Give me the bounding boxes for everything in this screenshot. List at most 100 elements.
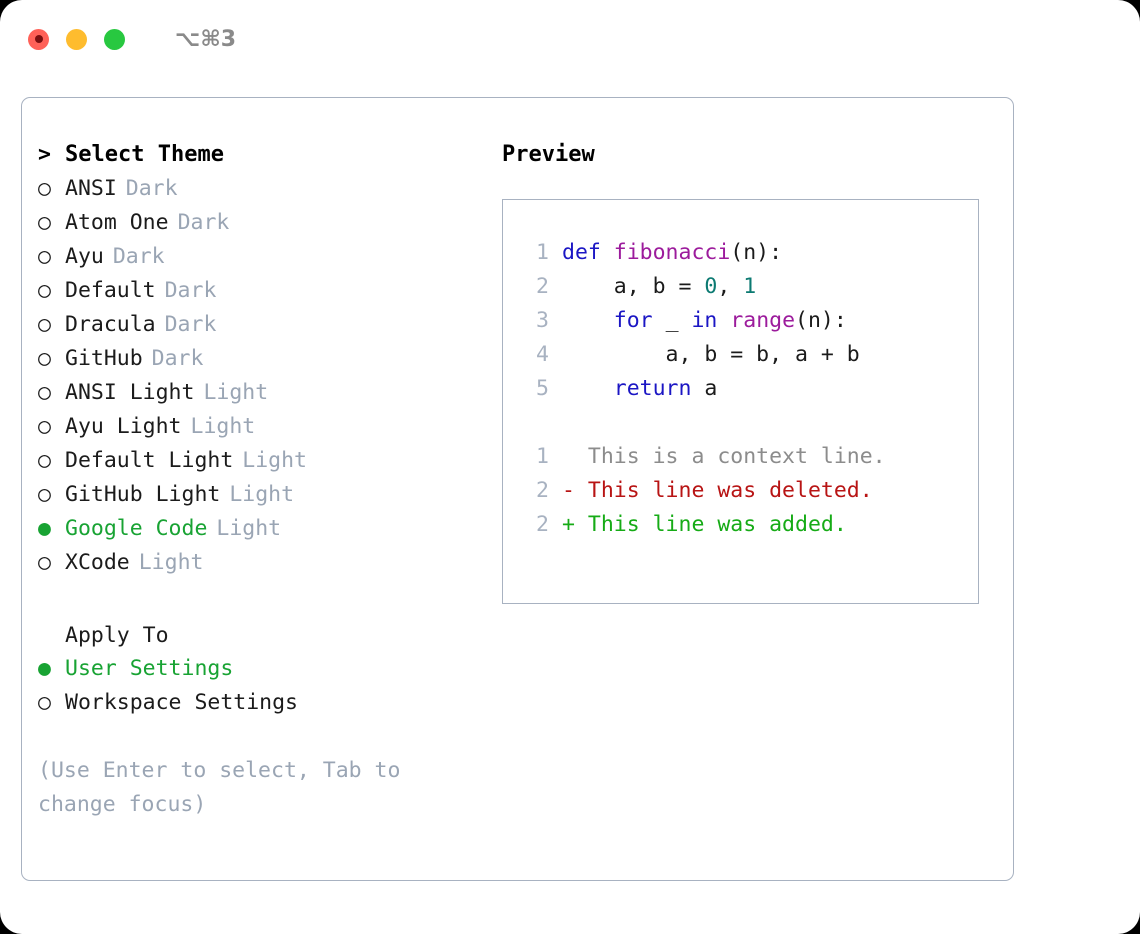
theme-variant-badge: Dark	[151, 346, 204, 371]
line-number: 3	[536, 308, 549, 333]
page-title: Select Theme	[65, 142, 224, 167]
code-token: a, b = b, a + b	[562, 342, 860, 367]
code-line-content: for _ in range(n):	[562, 304, 847, 338]
diff-sign	[562, 444, 575, 469]
line-number: 1	[536, 444, 549, 469]
radio-unselected-icon: ○	[38, 278, 51, 303]
radio-unselected-icon: ○	[38, 312, 51, 337]
theme-name: Dracula	[65, 312, 156, 337]
theme-variant-badge: Light	[242, 448, 308, 473]
theme-list-item[interactable]: ○ ANSI Light Light	[38, 376, 488, 410]
theme-list-item[interactable]: ○ GitHub Dark	[38, 342, 488, 376]
theme-name: XCode	[65, 550, 130, 575]
theme-variant-badge: Dark	[177, 210, 230, 235]
code-token: range	[730, 308, 796, 333]
diff-sign: +	[562, 512, 575, 537]
theme-list-item[interactable]: ○ ANSI Dark	[38, 172, 488, 206]
code-token: a	[691, 376, 718, 401]
line-number: 2	[536, 478, 549, 503]
radio-selected-icon: ●	[38, 656, 51, 681]
theme-list-item[interactable]: ○ Dracula Dark	[38, 308, 488, 342]
radio-unselected-icon: ○	[38, 482, 51, 507]
apply-to-list: ●User Settings ○ Workspace Settings	[38, 652, 488, 720]
line-number: 5	[536, 376, 549, 401]
theme-variant-badge: Light	[229, 482, 295, 507]
theme-variant-badge: Dark	[125, 176, 178, 201]
code-token: 1	[743, 274, 757, 299]
apply-to-option[interactable]: ●User Settings	[38, 652, 488, 686]
code-line-content: return a	[562, 372, 718, 406]
keyboard-shortcut-label: ⌥⌘3	[175, 26, 237, 52]
code-token: return	[613, 376, 692, 401]
line-number: 2	[536, 512, 549, 537]
code-token: (n):	[795, 308, 847, 333]
close-button[interactable]	[28, 28, 49, 50]
apply-to-label: Workspace Settings	[65, 690, 298, 715]
prompt-icon: >	[38, 142, 51, 167]
spacer	[517, 406, 978, 440]
line-number: 4	[536, 342, 549, 367]
code-token: fibonacci	[613, 240, 731, 265]
code-token: ,	[717, 274, 744, 299]
theme-name: Atom One	[65, 210, 169, 235]
theme-name: GitHub Light	[65, 482, 221, 507]
radio-unselected-icon: ○	[38, 244, 51, 269]
radio-unselected-icon: ○	[38, 380, 51, 405]
code-token: def	[562, 240, 614, 265]
code-token: a, b =	[562, 274, 705, 299]
theme-variant-badge: Light	[216, 516, 282, 541]
code-line: 5 return a	[517, 372, 978, 406]
radio-unselected-icon: ○	[38, 690, 51, 715]
diff-text: This line was added.	[574, 512, 847, 537]
code-line-content: def fibonacci(n):	[562, 236, 782, 270]
radio-unselected-icon: ○	[38, 176, 51, 201]
code-line: 2 a, b = 0, 1	[517, 270, 978, 304]
record-dot-icon	[34, 35, 43, 43]
diff-line: 2- This line was deleted.	[517, 474, 978, 508]
code-token	[562, 376, 614, 401]
keyboard-hint: (Use Enter to select, Tab to change focu…	[38, 758, 414, 817]
theme-variant-badge: Light	[138, 550, 204, 575]
window-controls	[28, 28, 125, 50]
theme-variant-badge: Dark	[164, 312, 217, 337]
diff-line-content: + This line was added.	[562, 508, 847, 542]
diff-text: This line was deleted.	[574, 478, 873, 503]
radio-unselected-icon: ○	[38, 346, 51, 371]
theme-variant-badge: Light	[203, 380, 269, 405]
theme-name: GitHub	[65, 346, 143, 371]
zoom-button[interactable]	[104, 28, 125, 50]
theme-name: Ayu	[65, 244, 104, 269]
apply-to-heading: Apply To	[65, 622, 169, 648]
diff-sample: 1 This is a context line.2- This line wa…	[517, 440, 978, 542]
code-line-content: a, b = 0, 1	[562, 270, 756, 304]
radio-unselected-icon: ○	[38, 210, 51, 235]
theme-name: ANSI Light	[65, 380, 195, 405]
code-token: in	[691, 308, 718, 333]
code-line: 3 for _ in range(n):	[517, 304, 978, 338]
theme-picker-header: > Select Theme	[38, 138, 488, 172]
theme-list-item[interactable]: ○ GitHub Light Light	[38, 478, 488, 512]
code-token	[562, 308, 614, 333]
theme-name: ANSI	[65, 176, 117, 201]
theme-list-item[interactable]: ○ Atom One Dark	[38, 206, 488, 240]
diff-line: 1 This is a context line.	[517, 440, 978, 474]
diff-line: 2 + This line was added.	[517, 508, 978, 542]
diff-text: This is a context line.	[574, 444, 886, 469]
line-number: 2	[536, 274, 549, 299]
spacer	[38, 720, 488, 754]
apply-to-option[interactable]: ○ Workspace Settings	[38, 686, 488, 720]
minimize-button[interactable]	[66, 28, 87, 50]
